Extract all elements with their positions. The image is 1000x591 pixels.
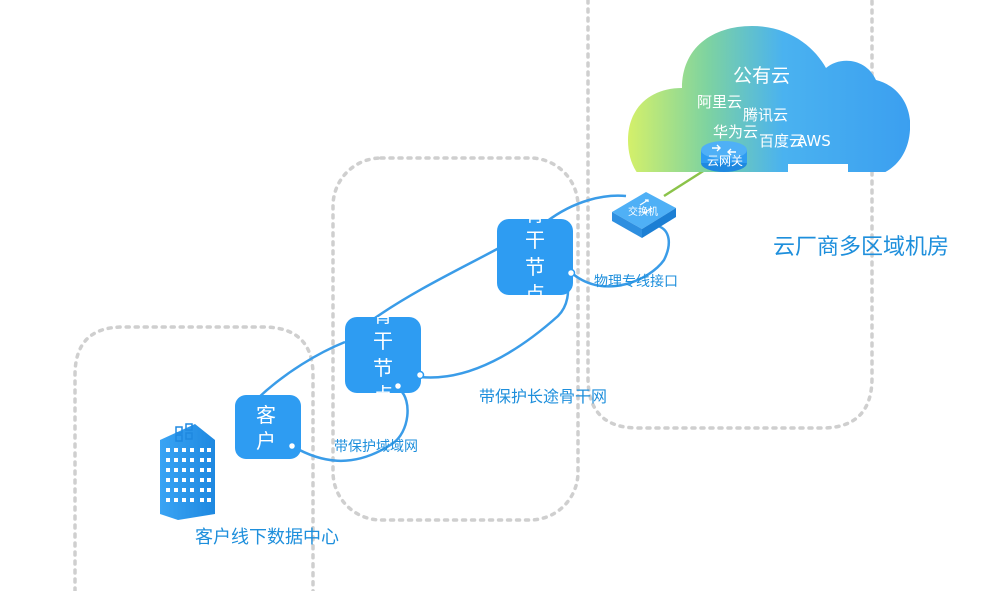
cloud-providers: 阿里云 腾讯云 华为云 百度云 AWS Azure bbox=[697, 93, 831, 184]
node-char: 骨 bbox=[373, 303, 393, 327]
customer-node[interactable]: 客 户 bbox=[235, 395, 301, 459]
switch-icon bbox=[612, 192, 676, 238]
node-char: 点 bbox=[525, 282, 545, 306]
backbone-node-lower[interactable]: 骨 干 节 点 bbox=[345, 303, 425, 407]
provider-label: Azure bbox=[792, 169, 829, 184]
switch-label: 交换机 bbox=[628, 205, 658, 218]
customer-dc-label: 客户线下数据中心 bbox=[195, 527, 339, 548]
cloud-region-zone bbox=[586, 0, 874, 430]
backbone-node-upper[interactable]: 骨 干 节 点 bbox=[497, 202, 576, 306]
physical-link-label: 物理专线接口 bbox=[594, 273, 678, 290]
link-customer-lower bbox=[291, 389, 409, 463]
local-net-label: 带保护域域网 bbox=[334, 439, 418, 455]
node-char: 干 bbox=[373, 329, 393, 353]
node-char: 节 bbox=[525, 255, 545, 279]
building-icon bbox=[160, 423, 215, 520]
cloud-region-label: 云厂商多区域机房 bbox=[773, 235, 949, 260]
node-char: 骨 bbox=[525, 202, 545, 226]
node-char: 客 bbox=[256, 403, 276, 427]
node-char: 节 bbox=[373, 356, 393, 380]
link-node-upper-switch-a bbox=[545, 194, 627, 223]
link-customer-upper bbox=[255, 340, 346, 401]
node-char: 点 bbox=[373, 383, 393, 407]
backbone-zone bbox=[331, 156, 580, 522]
link-node-upper-switch-b bbox=[572, 224, 671, 288]
uplink-switch-gateway bbox=[663, 166, 709, 198]
cloud-bottom-mask bbox=[788, 164, 848, 172]
customer-zone bbox=[73, 325, 315, 591]
provider-label: 阿里云 bbox=[697, 93, 742, 111]
public-cloud bbox=[628, 26, 910, 172]
provider-label: 百度云 bbox=[759, 132, 804, 150]
node-char: 户 bbox=[256, 429, 276, 453]
cloud-title: 公有云 bbox=[733, 65, 790, 87]
links bbox=[255, 194, 671, 463]
link-node-lower-upper-a bbox=[371, 246, 500, 322]
backbone-net-label: 带保护长途骨干网 bbox=[479, 387, 607, 406]
provider-label: 腾讯云 bbox=[743, 106, 788, 124]
node-char: 干 bbox=[525, 228, 545, 252]
cloud-gateway-label: 云网关 bbox=[707, 154, 743, 168]
cloud-gateway-icon bbox=[701, 141, 747, 172]
provider-label: AWS bbox=[797, 132, 831, 150]
link-node-lower-upper-b bbox=[419, 281, 570, 379]
provider-label: 华为云 bbox=[713, 123, 758, 141]
